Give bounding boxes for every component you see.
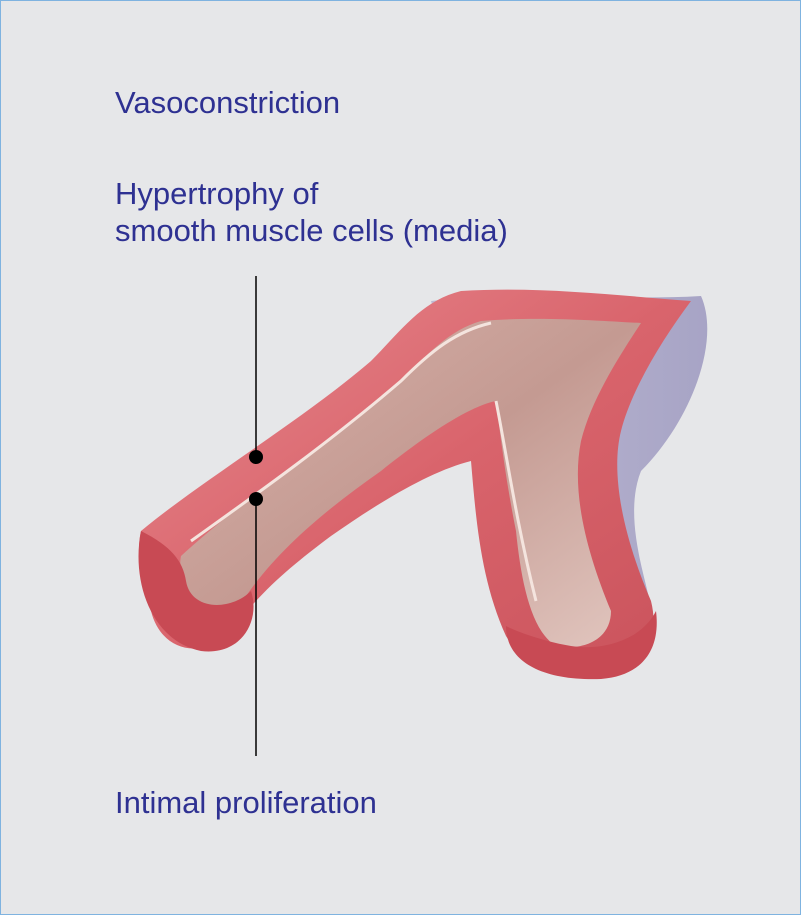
hypertrophy-label: Hypertrophy of smooth muscle cells (medi… [115, 175, 508, 249]
intima-marker-dot [249, 492, 263, 506]
intimal-proliferation-label: Intimal proliferation [115, 784, 377, 821]
media-marker-dot [249, 450, 263, 464]
hypertrophy-label-line2: smooth muscle cells (media) [115, 212, 508, 249]
vasoconstriction-label: Vasoconstriction [115, 84, 340, 121]
hypertrophy-label-line1: Hypertrophy of [115, 175, 508, 212]
